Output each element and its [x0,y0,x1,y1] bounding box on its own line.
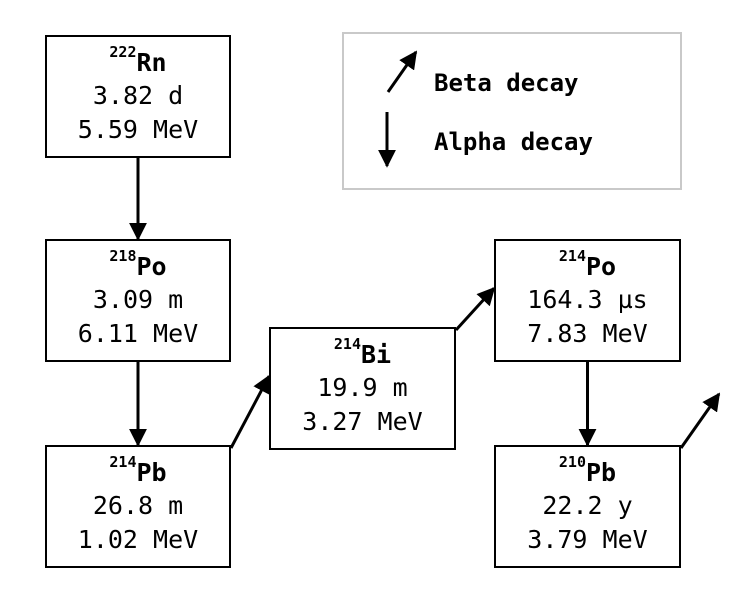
mass-number: 218 [109,246,137,265]
nuclide-label: 222Rn [109,44,167,79]
decay-energy: 1.02 MeV [77,524,199,554]
nuclide-box-pb214: 214Pb 26.8 m 1.02 MeV [45,445,231,568]
mass-number: 222 [109,42,137,61]
half-life: 22.2 y [542,490,633,520]
half-life: 19.9 m [317,372,408,402]
decay-arrow-group [129,158,721,449]
element-symbol: Pb [585,457,617,487]
decay-energy: 3.79 MeV [527,524,648,554]
nuclide-box-bi214: 214Bi 19.9 m 3.27 MeV [269,327,456,450]
legend-icons [378,50,418,168]
legend: Beta decay Alpha decay [342,32,682,190]
element-symbol: Pb [136,457,167,487]
half-life: 26.8 m [92,490,184,520]
nuclide-box-po218: 218Po 3.09 m 6.11 MeV [45,239,231,362]
nuclide-box-pb210: 210Pb 22.2 y 3.79 MeV [494,445,681,568]
nuclide-box-rn222: 222Rn 3.82 d 5.59 MeV [45,35,231,158]
decay-energy: 5.59 MeV [77,114,199,144]
decay-energy: 3.27 MeV [302,406,423,436]
beta-decay-arrow-pb210 [679,392,721,449]
mass-number: 214 [333,334,361,353]
nuclide-label: 218Po [109,248,167,283]
mass-number: 214 [558,246,586,265]
beta-arrow-icon [386,50,418,93]
beta-decay-arrow-pb214 [229,374,271,449]
legend-beta-label: Beta decay [434,69,579,97]
mass-number: 214 [109,452,137,471]
legend-alpha-label: Alpha decay [434,128,593,156]
element-symbol: Po [136,251,167,281]
element-symbol: Rn [136,47,167,77]
mass-number: 210 [558,452,586,471]
nuclide-label: 214Bi [334,336,392,371]
nuclide-label: 214Pb [109,454,167,489]
element-symbol: Bi [360,339,392,369]
half-life: 3.82 d [92,80,184,110]
decay-energy: 6.11 MeV [77,318,199,348]
nuclide-label: 214Po [559,248,617,283]
half-life: 164.3 µs [527,284,648,314]
nuclide-label: 210Pb [559,454,617,489]
decay-energy: 7.83 MeV [527,318,648,348]
element-symbol: Po [585,251,617,281]
beta-decay-arrow-bi214 [454,286,496,332]
nuclide-box-po214: 214Po 164.3 µs 7.83 MeV [494,239,681,362]
half-life: 3.09 m [92,284,184,314]
